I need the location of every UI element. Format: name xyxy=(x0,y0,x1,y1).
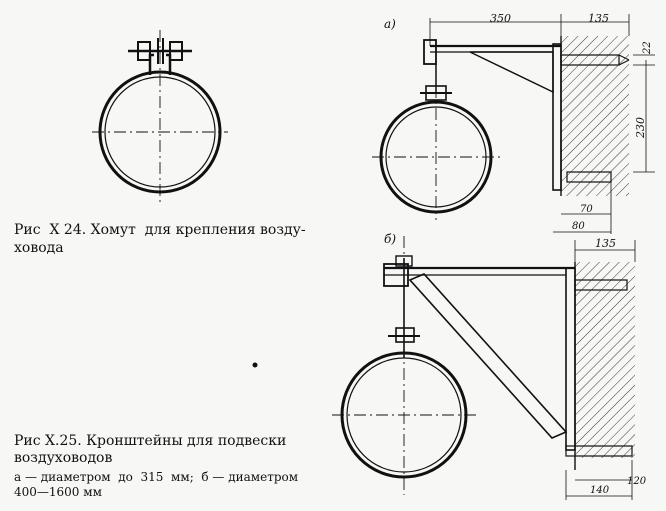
dim-a-22: 22 xyxy=(642,41,653,55)
clamp-nut-right xyxy=(169,41,183,61)
caption-x25-line1: Рис X.25. Кронштейны для подвески xyxy=(14,433,287,449)
dim-b-140: 140 xyxy=(590,485,610,496)
bracket-a-anchor-top xyxy=(560,54,620,66)
bracket-b-anchor-top xyxy=(574,279,628,291)
dim-b-120: 120 xyxy=(627,476,647,487)
label-b: б) xyxy=(384,232,396,246)
caption-x25-line2: воздуховодов xyxy=(14,450,113,466)
dim-a-230: 230 xyxy=(634,117,647,139)
bracket-a-wall-angle xyxy=(552,43,562,191)
bracket-b-drawing xyxy=(332,236,636,500)
bracket-a-anchor-bottom xyxy=(566,171,612,183)
dim-a-135: 135 xyxy=(588,12,609,25)
label-a: а) xyxy=(384,17,396,31)
caption-x25-note-line2: 400—1600 мм xyxy=(14,485,102,499)
bracket-a-gusset xyxy=(469,51,554,94)
bracket-b-anchor-bottom xyxy=(565,445,633,457)
dim-a-350: 350 xyxy=(490,12,511,25)
bracket-b-wall xyxy=(575,262,635,458)
bracket-b-wall-angle xyxy=(565,267,576,451)
bracket-b-strut xyxy=(408,273,568,439)
bracket-a-wall xyxy=(561,36,629,196)
stray-dot xyxy=(252,362,258,368)
dim-a-70: 70 xyxy=(580,204,593,215)
clamp-nut-left xyxy=(137,41,151,61)
dim-b-135: 135 xyxy=(595,237,616,250)
caption-x24-line1: Рис X 24. Хомут для крепления возду- xyxy=(14,222,306,238)
caption-x24-line2: ховода xyxy=(14,240,64,256)
clamp-drawing xyxy=(92,30,228,205)
bracket-a-drawing xyxy=(372,14,655,234)
caption-x25-note-line1: а — диаметром до 315 мм; б — диаметром xyxy=(14,470,299,484)
dim-a-80: 80 xyxy=(572,221,585,232)
